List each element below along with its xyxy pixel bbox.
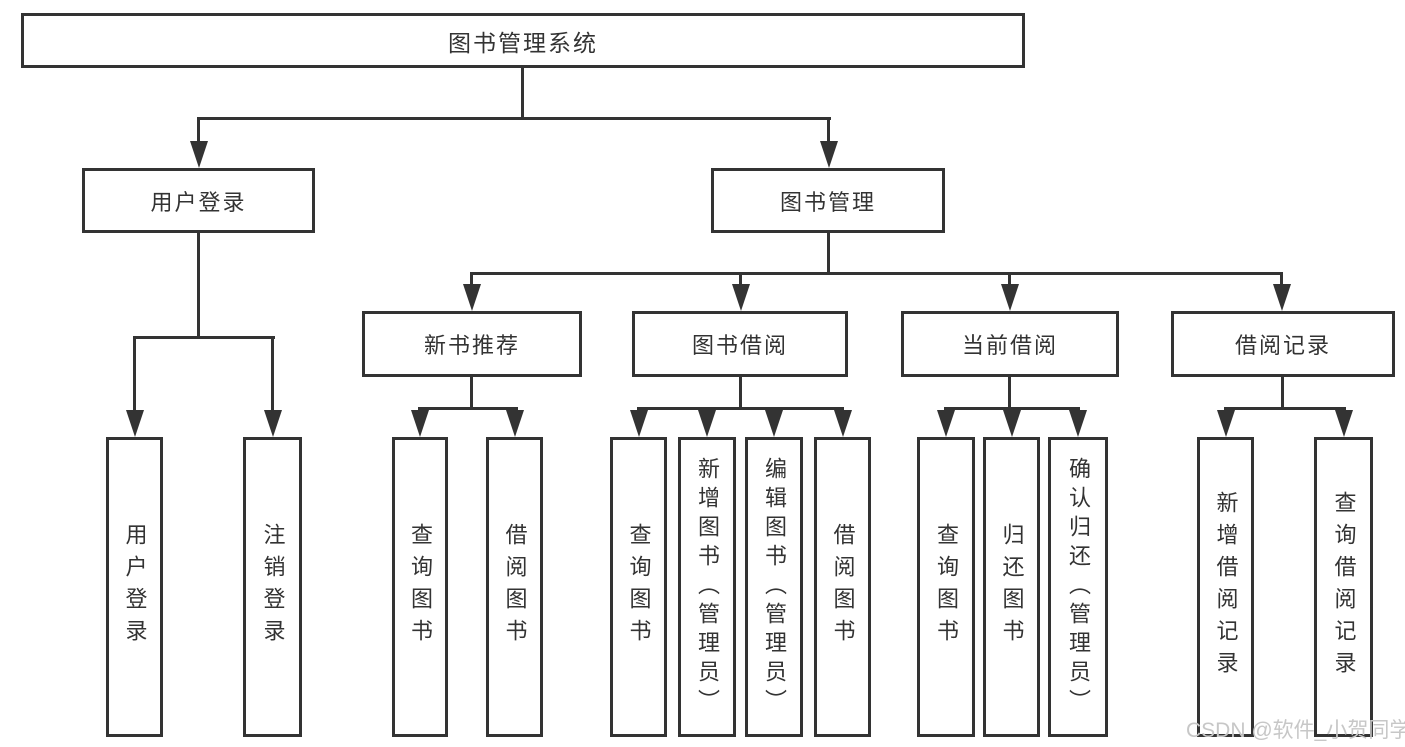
leaf-add-book-admin: 新增图书（管理员） [678,437,736,737]
leaf-add-borrow-record: 新增借阅记录 [1197,437,1254,737]
leaf-borrow-book: 借阅图书 [814,437,871,737]
arrow-down-icon [937,410,955,437]
arrow-down-icon [698,410,716,437]
arrow-down-icon [1273,284,1291,311]
connector-line [1224,407,1346,410]
connector-line [271,336,274,413]
connector-line [739,377,742,407]
connector-line [197,233,200,336]
node-borrow-records: 借阅记录 [1171,311,1395,377]
node-root: 图书管理系统 [21,13,1025,68]
node-book-management-label: 图书管理 [779,189,876,215]
arrow-down-icon [820,141,838,168]
node-user-login: 用户登录 [82,168,315,233]
connector-line [1281,377,1284,407]
leaf-query-book-borrow-label: 查询图书 [626,523,652,651]
node-root-label: 图书管理系统 [448,29,598,56]
leaf-query-book-recommend: 查询图书 [392,437,448,737]
connector-line [418,407,518,410]
leaf-confirm-return-admin: 确认归还（管理员） [1048,437,1108,737]
leaf-return-book-label: 归还图书 [999,523,1025,651]
connector-line [827,117,830,145]
connector-line [470,272,473,286]
leaf-borrow-book-recommend-label: 借阅图书 [502,523,528,651]
connector-line [739,272,742,286]
arrow-down-icon [411,410,429,437]
leaf-logout: 注销登录 [243,437,302,737]
arrow-down-icon [732,284,750,311]
leaf-add-borrow-record-label: 新增借阅记录 [1213,491,1239,683]
leaf-user-login-label: 用户登录 [122,523,148,651]
node-current-borrow: 当前借阅 [901,311,1119,377]
node-borrow-records-label: 借阅记录 [1234,333,1331,358]
connector-line [944,407,1080,410]
arrow-down-icon [506,410,524,437]
leaf-confirm-return-admin-label: 确认归还（管理员） [1066,456,1091,718]
leaf-logout-label: 注销登录 [260,523,286,651]
node-new-book-recommend-label: 新书推荐 [423,333,520,358]
node-user-login-label: 用户登录 [150,189,247,215]
arrow-down-icon [1003,410,1021,437]
leaf-edit-book-admin-label: 编辑图书（管理员） [762,456,787,718]
connector-line [1008,377,1011,407]
leaf-user-login: 用户登录 [106,437,163,737]
arrow-down-icon [463,284,481,311]
arrow-down-icon [1217,410,1235,437]
leaf-query-book-current: 查询图书 [917,437,975,737]
node-book-borrow-label: 图书借阅 [691,333,788,358]
arrow-down-icon [630,410,648,437]
arrow-down-icon [1335,410,1353,437]
node-book-borrow: 图书借阅 [632,311,848,377]
arrow-down-icon [765,410,783,437]
node-current-borrow-label: 当前借阅 [961,333,1058,358]
leaf-add-book-admin-label: 新增图书（管理员） [695,456,720,718]
leaf-query-borrow-record: 查询借阅记录 [1314,437,1373,737]
watermark: CSDN @软件_小贺同学 [1186,719,1405,742]
node-book-management: 图书管理 [711,168,945,233]
leaf-borrow-book-recommend: 借阅图书 [486,437,543,737]
node-new-book-recommend: 新书推荐 [362,311,582,377]
leaf-query-book-current-label: 查询图书 [934,523,959,651]
connector-line [827,233,830,274]
arrow-down-icon [1001,284,1019,311]
connector-line [521,68,524,117]
connector-line [1280,272,1283,286]
connector-line [197,117,831,120]
connector-line [637,407,844,410]
connector-line [470,272,1283,275]
arrow-down-icon [1069,410,1087,437]
leaf-borrow-book-label: 借阅图书 [830,523,856,651]
connector-line [133,336,136,413]
leaf-edit-book-admin: 编辑图书（管理员） [745,437,803,737]
leaf-query-book-borrow: 查询图书 [610,437,667,737]
arrow-down-icon [834,410,852,437]
leaf-return-book: 归还图书 [983,437,1040,737]
leaf-query-book-recommend-label: 查询图书 [408,523,433,651]
connector-line [133,336,275,339]
arrow-down-icon [264,410,282,437]
connector-line [470,377,473,407]
connector-line [197,117,200,145]
arrow-down-icon [126,410,144,437]
connector-line [1008,272,1011,286]
arrow-down-icon [190,141,208,168]
leaf-query-borrow-record-label: 查询借阅记录 [1331,491,1357,683]
